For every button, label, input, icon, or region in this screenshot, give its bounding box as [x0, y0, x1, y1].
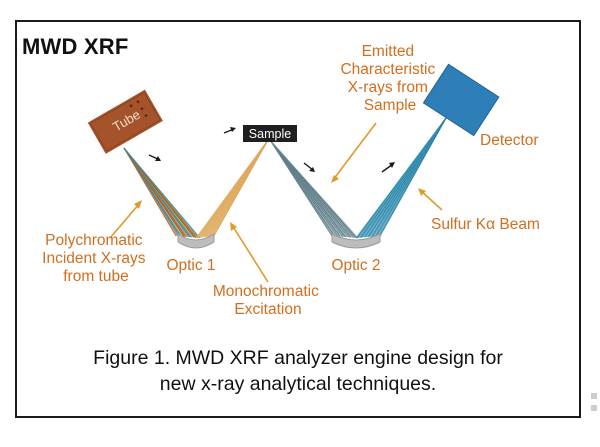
- emitted-line-3: X-rays from: [348, 79, 428, 96]
- pointer-emitted-head-icon: [331, 175, 339, 183]
- polychromatic-label: Polychromatic Incident X-rays from tube: [42, 232, 150, 285]
- pointer-polychromatic-icon: [109, 202, 141, 239]
- figure-frame: [15, 20, 581, 418]
- monochromatic-line-1: Monochromatic: [213, 283, 319, 300]
- sample-label: Sample: [249, 127, 291, 141]
- arrow-right-3-head-icon: [309, 167, 315, 172]
- arrow-right-4-head-icon: [389, 162, 395, 168]
- caption-line-2: new x-ray analytical techniques.: [159, 373, 437, 395]
- diagram-title: MWD XRF: [22, 34, 129, 59]
- emitted-beam: [269, 139, 359, 239]
- polychromatic-line-1: Polychromatic: [45, 232, 143, 249]
- arrow-right-2-head-icon: [230, 127, 236, 132]
- optic-2-label: Optic 2: [331, 257, 380, 274]
- polychromatic-line-3: from tube: [63, 268, 128, 285]
- beam-ray: [269, 139, 359, 239]
- direction-arrows: [148, 127, 395, 173]
- polychromatic-beam: [123, 147, 201, 239]
- monochromatic-line-2: Excitation: [234, 301, 301, 318]
- detector-label: Detector: [480, 132, 539, 149]
- pointer-monochromatic-icon: [231, 224, 269, 283]
- beam-ray: [213, 139, 269, 237]
- beam-ray: [123, 147, 201, 239]
- emitted-line-4: Sample: [364, 97, 417, 114]
- sulfur-beam-label: Sulfur Kα Beam: [431, 216, 540, 233]
- monochromatic-beam: [195, 139, 269, 239]
- pointer-monochromatic-head-icon: [230, 222, 237, 231]
- edge-mark: [591, 405, 597, 411]
- pointer-polychromatic-head-icon: [134, 200, 142, 209]
- arrow-right-1-head-icon: [155, 156, 161, 161]
- sample-box: [243, 125, 297, 142]
- sulfur-beam: [355, 117, 447, 239]
- pointer-emitted-icon: [332, 122, 377, 181]
- detector: [422, 63, 500, 137]
- optic-1-icon: [177, 233, 215, 249]
- emitted-line-2: Characteristic: [340, 61, 435, 78]
- optic-1-label: Optic 1: [166, 257, 215, 274]
- caption-line-1: Figure 1. MWD XRF analyzer engine design…: [93, 347, 503, 369]
- beam-ray: [379, 117, 447, 237]
- edge-mark: [591, 393, 597, 399]
- emitted-label: Emitted Characteristic X-rays from Sampl…: [340, 43, 439, 114]
- optic-2-icon: [331, 233, 381, 249]
- x-ray-tube: Tube: [87, 89, 163, 154]
- pointer-sulfur-head-icon: [418, 188, 426, 196]
- polychromatic-line-2: Incident X-rays: [42, 250, 146, 267]
- emitted-line-1: Emitted: [362, 43, 415, 60]
- monochromatic-label: Monochromatic Excitation: [213, 283, 323, 318]
